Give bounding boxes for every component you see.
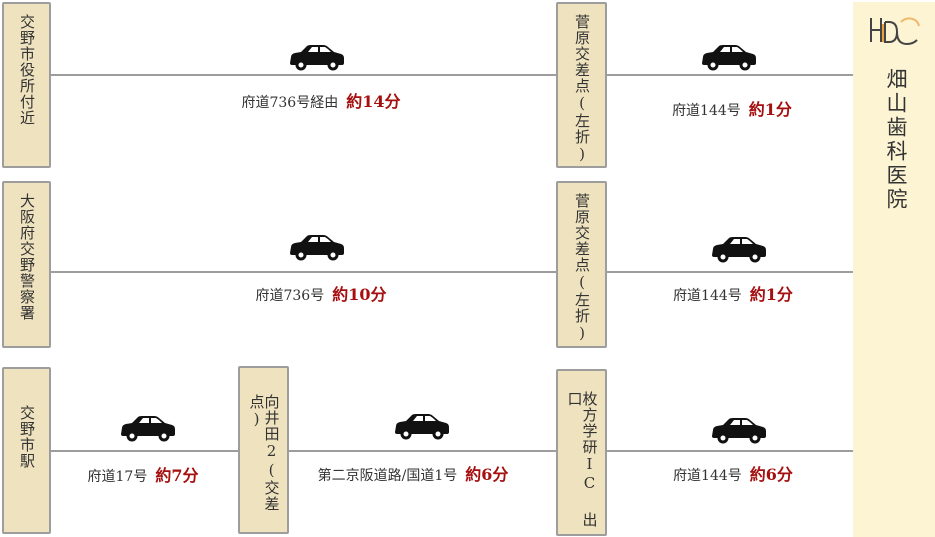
start-point-label: 大阪府交野警察署 [18, 193, 36, 321]
route-label: 府道144号約1分 [672, 96, 792, 120]
start-point-box: 交野市駅 [2, 367, 51, 534]
car-icon [711, 418, 767, 444]
start-point-box: 交野市役所付近 [2, 2, 51, 168]
route-label: 府道144号約1分 [673, 281, 793, 305]
car-icon [711, 237, 767, 263]
waypoint-label: 菅原交差点(左折) [573, 193, 591, 343]
route-name: 府道736号経由 [241, 95, 339, 111]
route-label: 府道736号経由約14分 [241, 88, 400, 112]
car-icon [289, 235, 345, 261]
car-icon [394, 414, 450, 440]
travel-time: 約6分 [749, 465, 793, 484]
route-name: 府道17号 [87, 469, 148, 485]
route-line [50, 450, 853, 452]
destination-panel: 畑山歯科医院 [853, 2, 935, 537]
route-name: 府道736号 [255, 288, 325, 304]
route-name: 府道144号 [673, 468, 742, 484]
route-label: 府道736号約10分 [255, 281, 386, 305]
start-point-label: 交野市役所付近 [18, 14, 36, 126]
route-name: 府道144号 [673, 288, 742, 304]
travel-time: 約14分 [346, 92, 401, 111]
route-label: 府道144号約6分 [673, 461, 793, 485]
route-name: 府道144号 [672, 103, 741, 119]
route-name: 第二京阪道路/国道1号 [317, 468, 458, 484]
waypoint-box: 枚方学研IC 出口 [556, 369, 607, 536]
route-line [50, 271, 853, 273]
waypoint-label: 向井田2(交差点) [247, 394, 281, 512]
route-label: 第二京阪道路/国道1号約6分 [318, 461, 509, 485]
start-point-box: 大阪府交野警察署 [2, 181, 51, 348]
travel-time: 約1分 [749, 285, 793, 304]
travel-time: 約1分 [748, 100, 792, 119]
car-icon [289, 45, 345, 71]
car-icon [120, 416, 176, 442]
route-label: 府道17号約7分 [88, 462, 199, 486]
clinic-name: 畑山歯科医院 [884, 68, 908, 212]
waypoint-box: 菅原交差点(左折) [556, 2, 607, 168]
travel-time: 約7分 [155, 466, 199, 485]
travel-time: 約10分 [332, 285, 387, 304]
waypoint-label: 枚方学研IC 出口 [565, 391, 599, 528]
route-line [50, 74, 853, 76]
waypoint-box: 菅原交差点(左折) [556, 181, 607, 348]
waypoint-box: 向井田2(交差点) [238, 366, 289, 534]
waypoint-label: 菅原交差点(左折) [573, 14, 591, 164]
start-point-label: 交野市駅 [18, 405, 36, 469]
car-icon [701, 45, 757, 71]
clinic-logo [870, 17, 920, 46]
travel-time: 約6分 [465, 465, 509, 484]
